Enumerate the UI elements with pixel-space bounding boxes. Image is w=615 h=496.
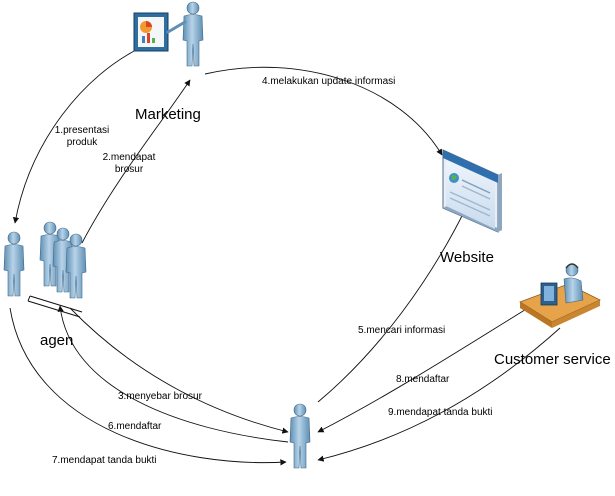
edge-7-tanda-bukti: [9, 307, 287, 466]
edge-label-7: 7.mendapat tanda bukti: [52, 455, 157, 466]
node-label-agen: agen: [40, 332, 73, 349]
people-group-icon: [39, 221, 87, 299]
edge-label-2-line1: 2.mendapat: [103, 152, 156, 163]
edge-label-1-line1: 1.presentasi: [55, 125, 109, 136]
customer-person-icon: [289, 403, 311, 469]
edge-label-8: 8.mendaftar: [396, 374, 450, 385]
edge-5-mencari: [317, 209, 466, 403]
operator-at-desk-icon: [519, 263, 601, 328]
edge-6-mendaftar: [57, 305, 289, 443]
edge-label-9: 9.mendapat tanda bukti: [388, 407, 493, 418]
node-label-website: Website: [440, 249, 494, 266]
edge-label-4: 4.melakukan update informasi: [262, 76, 395, 87]
edge-1-presentasi: [12, 47, 141, 224]
edge-2-brosur: [81, 79, 191, 244]
edge-label-6: 6.mendaftar: [108, 421, 162, 432]
agen-group-bracket: [27, 295, 83, 318]
edge-label-5: 5.mencari informasi: [358, 325, 445, 336]
edge-3-menyebar: [69, 307, 289, 434]
person-icon: [3, 231, 25, 297]
presenter-icon: [133, 1, 204, 67]
edge-8-mendaftar: [317, 307, 529, 433]
node-label-marketing: Marketing: [135, 106, 201, 123]
edge-4-update: [204, 66, 443, 156]
edge-label-2-line2: brosur: [115, 164, 144, 175]
edge-label-1-line2: produk: [67, 137, 99, 148]
browser-window-icon: [442, 149, 502, 233]
node-label-customer-service: Customer service: [494, 351, 611, 368]
edge-9-tanda-bukti: [317, 327, 561, 462]
edge-label-3: 3.menyebar brosur: [118, 391, 203, 402]
